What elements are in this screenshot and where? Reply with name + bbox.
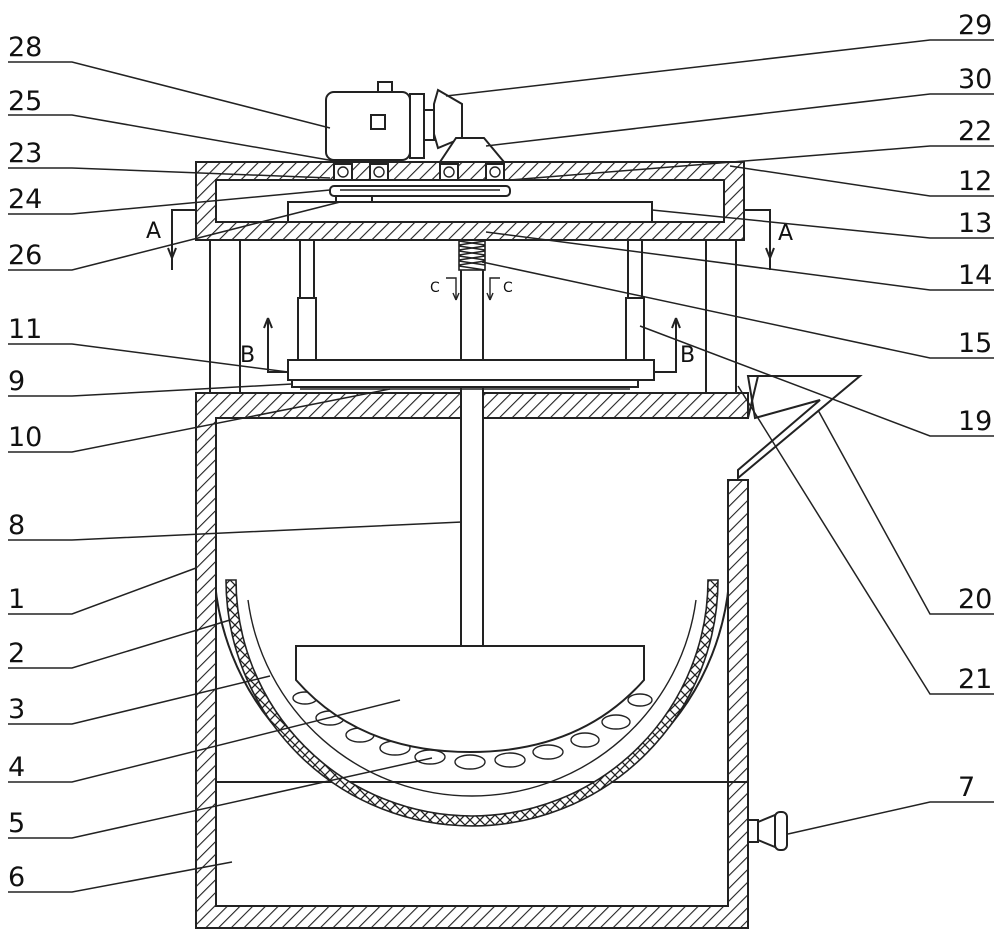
section-c-marker: C C [430, 277, 513, 301]
label-3: 3 [8, 694, 25, 725]
label-25: 25 [8, 86, 42, 117]
label-30: 30 [958, 64, 992, 95]
svg-text:B: B [680, 343, 695, 368]
svg-text:A: A [778, 221, 793, 246]
label-24: 24 [8, 184, 42, 215]
drain-valve [747, 811, 788, 851]
svg-text:A: A [146, 219, 161, 244]
grinding-head [295, 645, 645, 754]
feed-hopper [737, 375, 863, 481]
label-7: 7 [958, 772, 975, 803]
label-2: 2 [8, 638, 25, 669]
label-29: 29 [958, 10, 992, 41]
label-1: 1 [8, 584, 25, 615]
part-labels: 28 25 23 24 26 11 9 10 8 1 2 3 4 5 6 29 … [8, 10, 992, 893]
transmission-plate [287, 201, 653, 223]
motor [325, 81, 435, 161]
label-11: 11 [8, 314, 42, 345]
label-15: 15 [958, 328, 992, 359]
tank-housing [195, 392, 749, 929]
label-22: 22 [958, 116, 992, 147]
leader-lines [8, 39, 994, 893]
label-13: 13 [958, 208, 992, 239]
label-4: 4 [8, 752, 25, 783]
label-26: 26 [8, 240, 42, 271]
label-20: 20 [958, 584, 992, 615]
section-a-marker: A A [146, 209, 793, 270]
lift-plate [287, 359, 655, 390]
svg-text:B: B [240, 343, 255, 368]
svg-text:C: C [430, 280, 440, 296]
label-21: 21 [958, 664, 992, 695]
section-b-marker: B B [240, 317, 695, 373]
drive-shaft [460, 231, 484, 647]
label-8: 8 [8, 510, 25, 541]
label-6: 6 [8, 862, 25, 893]
top-frame [195, 161, 745, 241]
label-10: 10 [8, 422, 42, 453]
label-5: 5 [8, 808, 25, 839]
label-14: 14 [958, 260, 992, 291]
svg-text:C: C [503, 280, 513, 296]
label-28: 28 [8, 32, 42, 63]
gear-cover [438, 137, 507, 163]
bearings [333, 163, 505, 181]
label-9: 9 [8, 366, 25, 397]
label-12: 12 [958, 166, 992, 197]
label-23: 23 [8, 138, 42, 169]
belt-drive [329, 185, 511, 203]
support-columns [209, 239, 737, 394]
label-19: 19 [958, 406, 992, 437]
